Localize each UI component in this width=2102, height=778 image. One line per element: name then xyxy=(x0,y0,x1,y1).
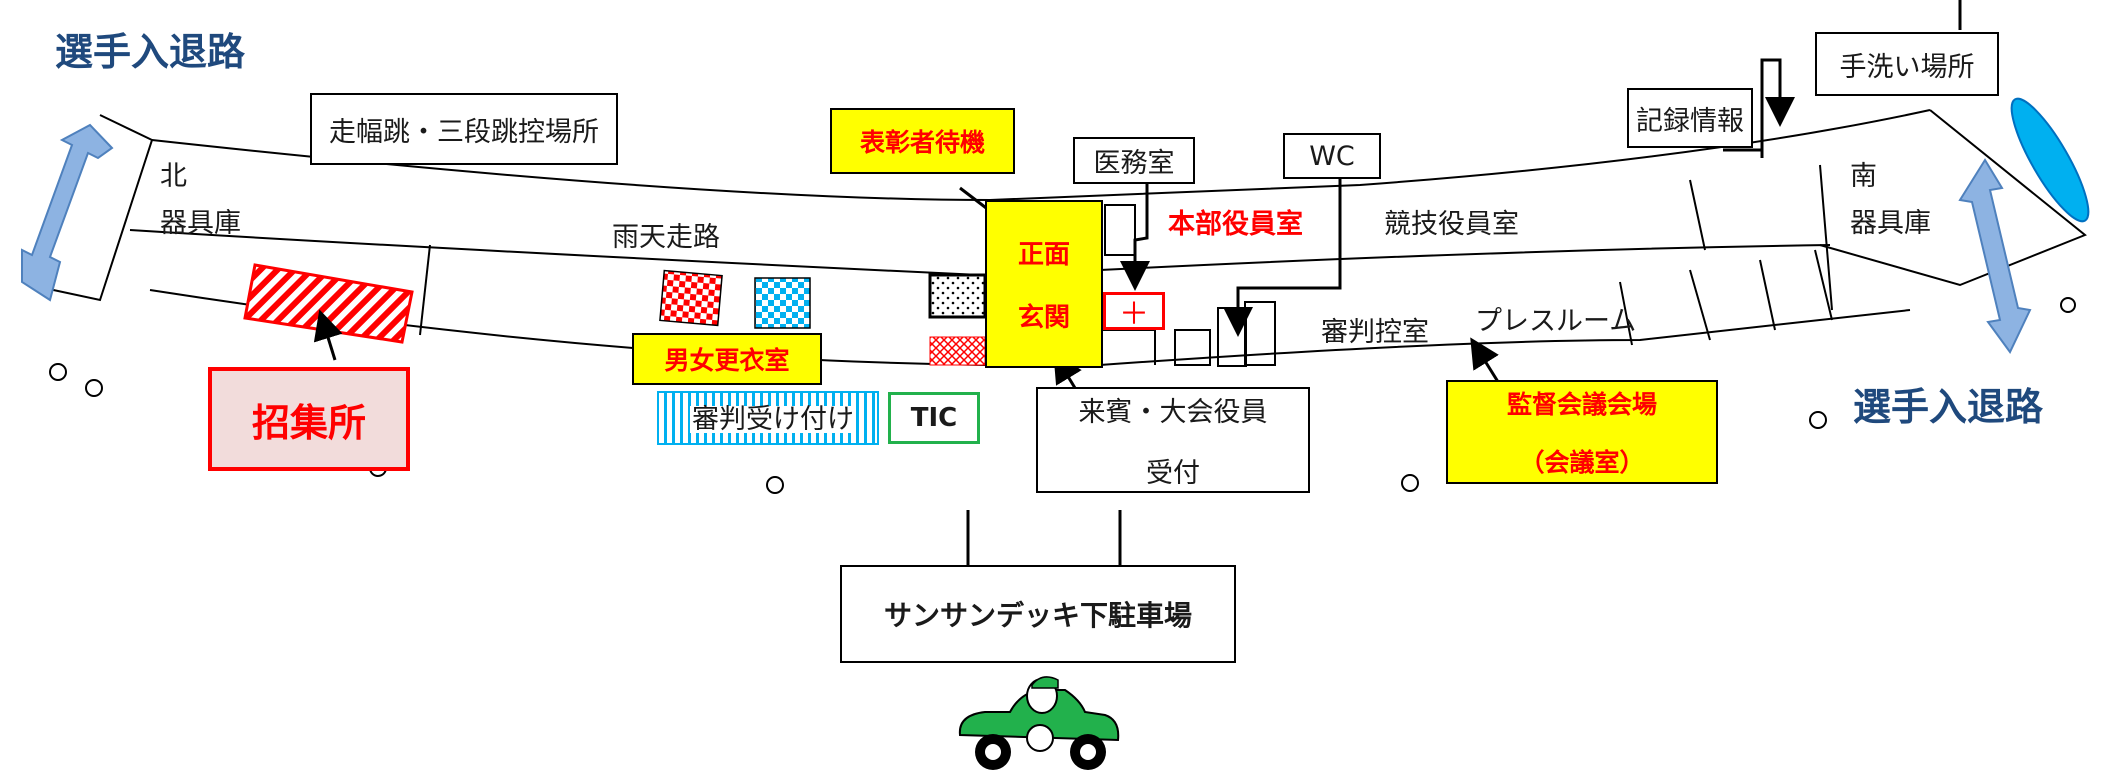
hand-wash-label: 手洗い場所 xyxy=(1839,51,1975,83)
dotted-zone xyxy=(928,273,987,319)
records-info-label: 記録情報 xyxy=(1636,105,1744,137)
referee-waiting-label: 審判控室 xyxy=(1321,317,1429,348)
medical-room-box: 医務室 xyxy=(1073,137,1195,184)
call-room-box: 招集所 xyxy=(208,367,410,471)
guest-reception-label-1: 来賓・大会役員 xyxy=(1078,397,1268,428)
tic-label: TIC xyxy=(910,403,958,433)
medical-room-label: 医務室 xyxy=(1093,148,1175,179)
hq-officials-label: 本部役員室 xyxy=(1168,209,1303,240)
right-entrance-arrow xyxy=(1958,158,2032,354)
tic-box: TIC xyxy=(888,392,980,444)
guest-reception-label-2: 受付 xyxy=(1146,458,1200,489)
wc-box: WC xyxy=(1283,133,1381,179)
rain-track-label: 雨天走路 xyxy=(612,222,720,253)
changing-room-box: 男女更衣室 xyxy=(632,333,822,385)
left-entrance-arrow xyxy=(21,123,114,302)
managers-meeting-label-1: 監督会議会場 xyxy=(1506,390,1657,419)
main-entrance-label-1: 正面 xyxy=(1017,240,1070,270)
records-info-box: 記録情報 xyxy=(1627,88,1753,148)
north-storage-label-1: 北 xyxy=(160,161,187,192)
checker-blue-zone xyxy=(754,277,811,329)
hand-wash-box: 手洗い場所 xyxy=(1815,32,1999,96)
award-waiting-label: 表彰者待機 xyxy=(859,128,985,157)
main-entrance-label-2: 玄関 xyxy=(1017,303,1070,333)
left-entrance-label: 選手入退路 xyxy=(55,30,246,74)
south-storage-label-2: 器具庫 xyxy=(1850,208,1931,239)
award-waiting-box: 表彰者待機 xyxy=(830,108,1015,174)
wc-label: WC xyxy=(1309,140,1355,172)
guest-reception-box: 来賓・大会役員 受付 xyxy=(1036,387,1310,493)
changing-room-label: 男女更衣室 xyxy=(664,346,790,375)
managers-meeting-box: 監督会議会場 （会議室） xyxy=(1446,380,1718,484)
referee-reception-label: 審判受け付け xyxy=(690,404,856,435)
north-storage-label-2: 器具庫 xyxy=(160,208,241,239)
managers-meeting-label-2: （会議室） xyxy=(1519,448,1645,477)
main-entrance-box: 正面 玄関 xyxy=(985,200,1103,368)
press-room-label: プレスルーム xyxy=(1475,306,1637,337)
hand-wash-ellipse xyxy=(2010,97,2090,223)
jump-waiting-label: 走幅跳・三段跳控場所 xyxy=(329,116,599,148)
jump-waiting-box: 走幅跳・三段跳控場所 xyxy=(310,93,618,165)
diamond-zone xyxy=(929,336,986,366)
call-room-zone xyxy=(243,263,414,344)
medical-cross-box: ＋ xyxy=(1103,292,1165,332)
checker-red-zone xyxy=(659,269,723,327)
parking-label: サンサンデッキ下駐車場 xyxy=(883,599,1192,632)
right-entrance-label: 選手入退路 xyxy=(1853,385,2044,429)
call-room-label: 招集所 xyxy=(251,400,366,445)
south-storage-label-1: 南 xyxy=(1850,161,1877,192)
pointer-arrows xyxy=(313,0,1962,568)
parking-box: サンサンデッキ下駐車場 xyxy=(840,565,1236,663)
car-icon xyxy=(958,676,1120,770)
competition-officials-label: 競技役員室 xyxy=(1384,209,1519,240)
medical-cross-icon: ＋ xyxy=(1119,297,1149,332)
